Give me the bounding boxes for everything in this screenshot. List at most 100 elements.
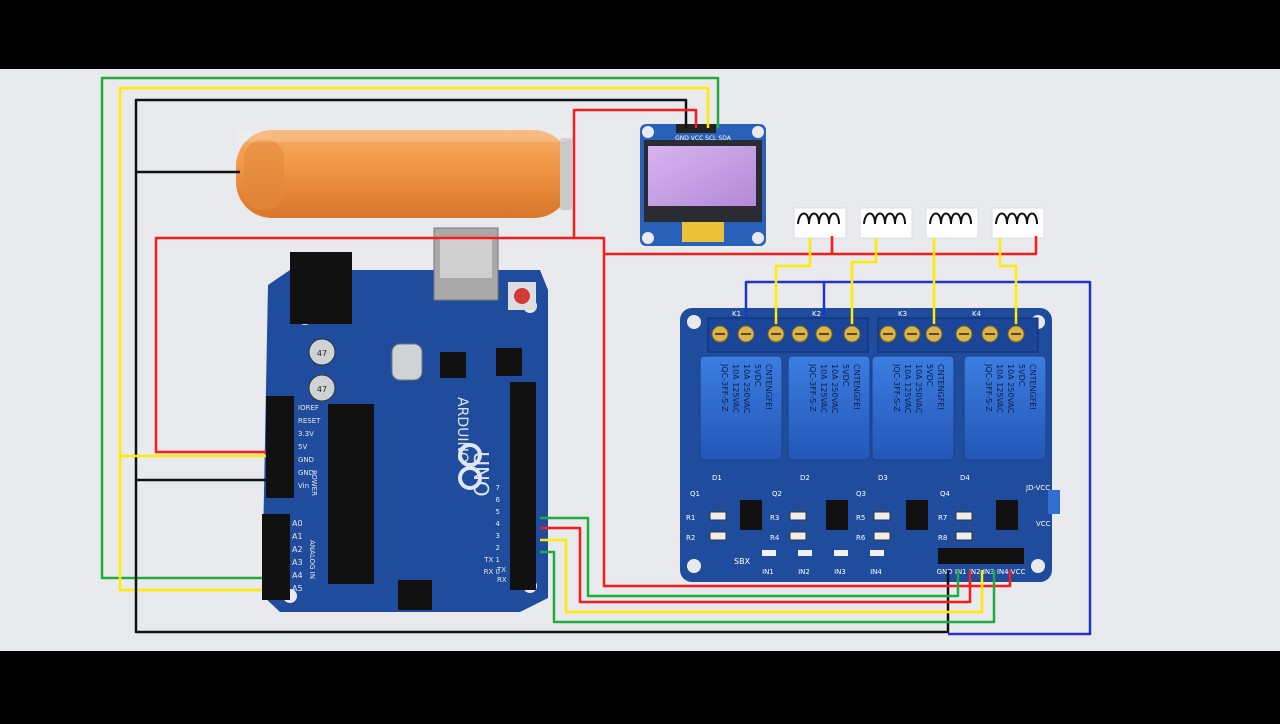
jumper	[1048, 490, 1060, 514]
transistor-label: Q1	[690, 490, 700, 498]
power-pin-label: GND	[298, 469, 314, 477]
resistor	[709, 511, 727, 521]
diode-label: D1	[712, 474, 722, 482]
led-label: IN3	[834, 568, 846, 576]
relay-label: 5VDC	[925, 364, 934, 387]
resistor	[873, 531, 891, 541]
wire-yellow-in3	[540, 538, 984, 614]
relay-pin-header	[938, 548, 1024, 564]
led-label: IN4	[870, 568, 882, 576]
led-label: IN2	[798, 568, 810, 576]
resistor	[709, 531, 727, 541]
relay-label: 5VDC	[753, 364, 762, 387]
indicator-led	[798, 550, 812, 556]
indicator-led	[762, 550, 776, 556]
power-pin-label: Vin	[298, 482, 309, 490]
relay-label: 10A 125VAC	[731, 364, 740, 414]
power-header	[266, 396, 294, 498]
power-pin-label: 3.3V	[298, 430, 314, 438]
atmega-chip	[328, 404, 374, 584]
diode-label: D3	[878, 474, 888, 482]
diode-label: D2	[800, 474, 810, 482]
resistor-label: R4	[770, 534, 780, 542]
rx-label: RX	[497, 576, 507, 584]
indicator-led	[870, 550, 884, 556]
wire-blue-com	[744, 280, 1092, 636]
analog-header	[262, 514, 290, 600]
indicator-led	[834, 550, 848, 556]
dc-jack	[290, 252, 352, 324]
transistor-label: Q2	[772, 490, 782, 498]
digital-pin-label: RX 0	[484, 568, 500, 576]
wire-green-in1	[540, 516, 960, 598]
terminal-label: K1	[732, 310, 741, 318]
wires	[100, 76, 1092, 636]
analog-pin-label: A0	[292, 519, 303, 528]
resistor	[789, 531, 807, 541]
sbx-label: SBX	[734, 557, 751, 566]
inductor-coil-icon	[991, 207, 1045, 239]
power-pin-label: 5V	[298, 443, 307, 451]
relay-label: JQC-3FF-S-Z	[808, 363, 817, 412]
power-pin-label: RESET	[298, 417, 321, 425]
resistor	[873, 511, 891, 521]
wire-green-sda	[100, 76, 720, 580]
digital-header	[510, 382, 536, 590]
power-pin-label: IOREF	[298, 404, 319, 412]
analog-pin-label: A1	[292, 532, 303, 541]
tx-label: TX	[496, 566, 506, 574]
relay-label: CNTENGFEI	[1028, 364, 1037, 410]
vcc-label: VCC	[1036, 520, 1051, 528]
terminal-label: K4	[972, 310, 982, 318]
optocoupler	[906, 500, 928, 530]
jd-vcc-label: JD-VCC	[1025, 484, 1050, 492]
wire-yellow-coil2	[850, 238, 878, 324]
digital-pin-label: 3	[496, 532, 500, 540]
cap-label: 47	[317, 349, 327, 358]
relay-label: 10A 125VAC	[995, 364, 1004, 414]
resistor-label: R1	[686, 514, 695, 522]
optocoupler	[826, 500, 848, 530]
relay-label: CNTENGFEI	[852, 364, 861, 410]
resistor-label: R7	[938, 514, 947, 522]
wire-red-coil-supply	[604, 236, 1038, 256]
diode-label: D4	[960, 474, 970, 482]
relay-label: 10A 250VAC	[914, 364, 923, 414]
relay-label: 5VDC	[1017, 364, 1026, 387]
wire-yellow-coil1	[774, 238, 812, 324]
digital-pin-label: 4	[496, 520, 501, 528]
wire-green-in4	[540, 550, 996, 624]
arduino-logo-icon	[458, 443, 482, 490]
resistor	[955, 531, 973, 541]
oled-display: GND VCC SCL SDA	[640, 124, 766, 246]
terminal-label: K3	[898, 310, 907, 318]
analog-pin-label: A3	[292, 558, 303, 567]
wire-yellow-coil4	[998, 238, 1018, 324]
relay-label: 10A 125VAC	[819, 364, 828, 414]
oled-screen	[648, 146, 756, 206]
transistor-label: Q4	[940, 490, 951, 498]
relay-label: 10A 125VAC	[903, 364, 912, 414]
digital-pin-label: 2	[496, 544, 500, 552]
analog-pin-label: A5	[292, 584, 303, 593]
analog-pin-label: A2	[292, 545, 303, 554]
optocoupler	[996, 500, 1018, 530]
wire-yellow-scl	[118, 86, 710, 592]
resistor-label: R6	[856, 534, 866, 542]
led-label: IN1	[762, 568, 774, 576]
digital-pin-label: 5	[496, 508, 500, 516]
relay-label: JQC-3FF-S-Z	[892, 363, 901, 412]
digital-pin-label: 7	[496, 484, 500, 492]
inductor-coil-icon	[793, 207, 847, 239]
relay-label: 10A 250VAC	[742, 364, 751, 414]
relay-label: JQC-3FF-S-Z	[984, 363, 993, 412]
digital-pin-label: 6	[496, 496, 501, 504]
reset-button	[514, 288, 530, 304]
relay-label: 10A 250VAC	[1006, 364, 1015, 414]
